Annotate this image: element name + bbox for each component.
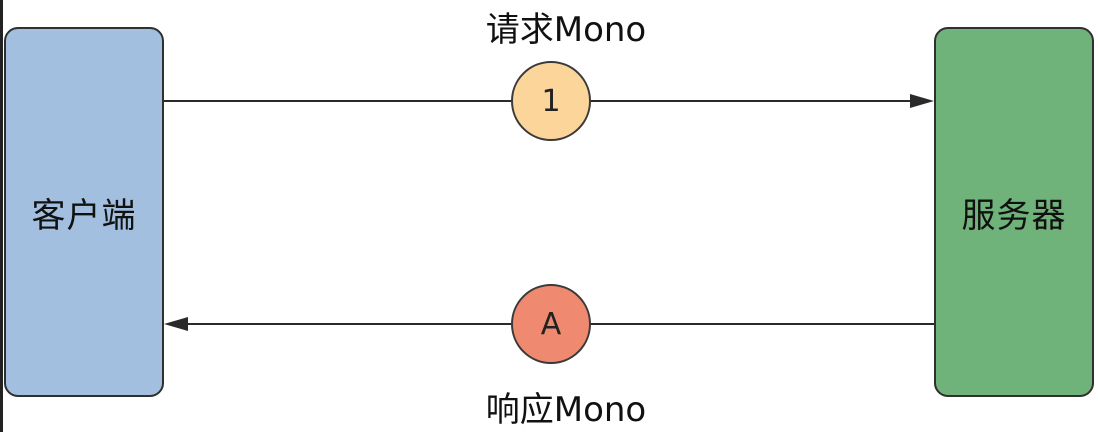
request-flow-label: 请求Mono	[485, 10, 647, 50]
client-node-label: 客户端	[31, 195, 137, 236]
response-marker-circle: A	[511, 284, 591, 364]
left-border-line	[0, 0, 3, 432]
request-marker-text: 1	[541, 83, 561, 119]
request-marker-circle: 1	[511, 61, 591, 141]
response-marker-text: A	[540, 306, 562, 342]
request-arrow-head	[910, 94, 934, 108]
client-node: 客户端	[4, 27, 164, 397]
server-node-label: 服务器	[961, 195, 1067, 236]
response-flow-label: 响应Mono	[485, 390, 647, 430]
response-arrow-head	[164, 317, 188, 331]
server-node: 服务器	[934, 27, 1094, 397]
